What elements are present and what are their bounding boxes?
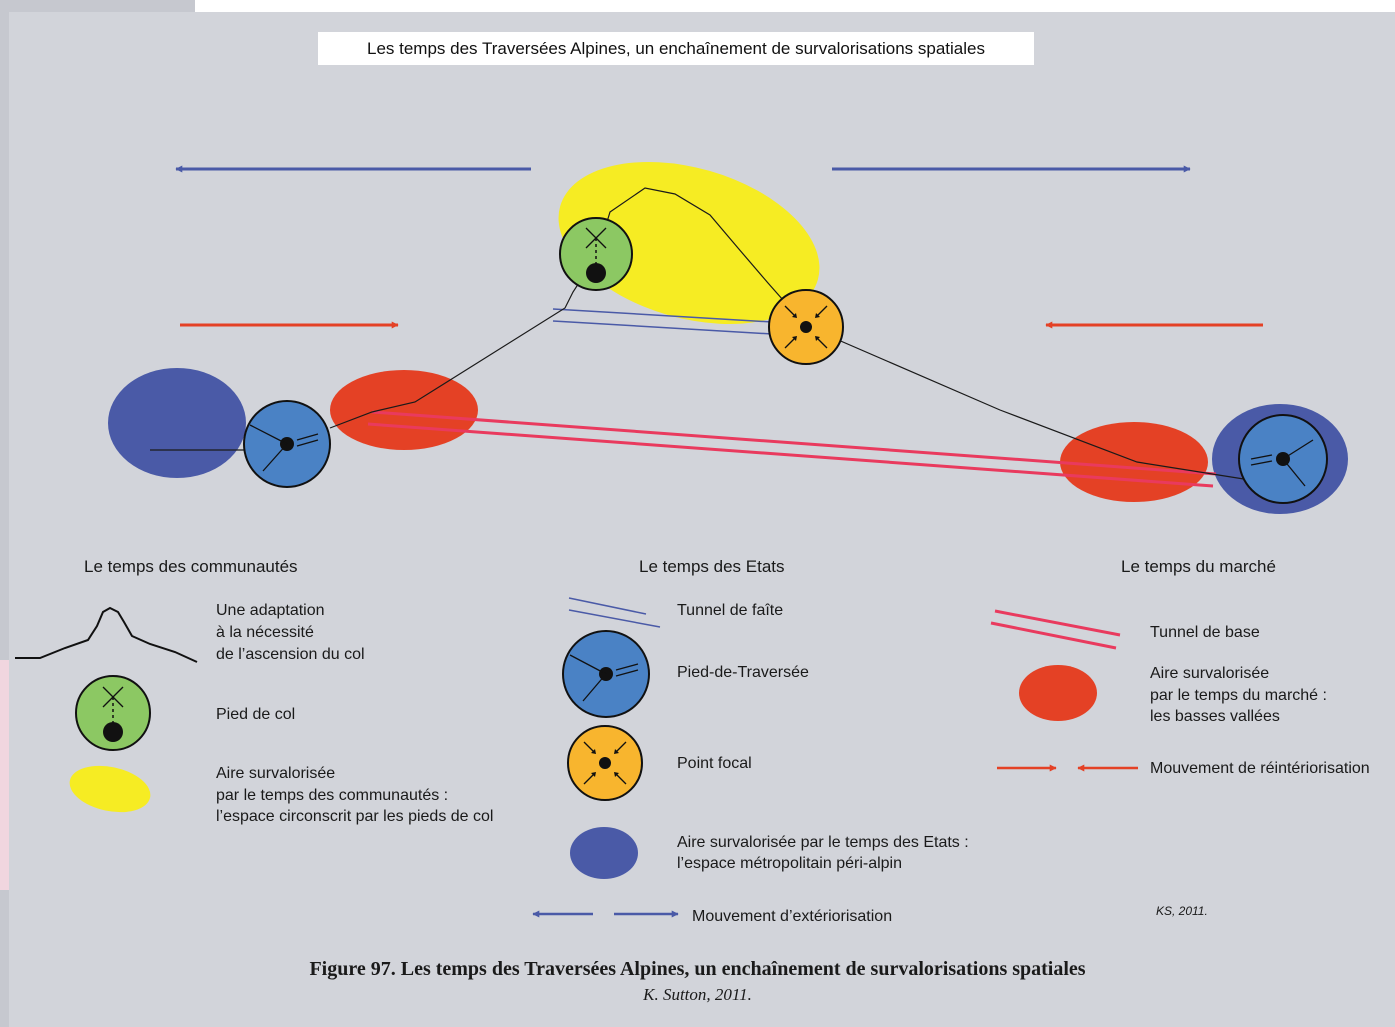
heading-etats: Le temps des Etats — [639, 557, 785, 576]
legend-aire-marche-line-1: Aire survalorisée — [1150, 665, 1270, 682]
heading-communautes: Le temps des communautés — [84, 557, 298, 576]
legend-aire-communautes-line-1: Aire survalorisée — [216, 765, 336, 782]
pied-de-col-marker — [559, 217, 633, 291]
legend-exteriorisation-label: Mouvement d’extériorisation — [692, 908, 893, 925]
author-credit: KS, 2011. — [1156, 904, 1208, 918]
route-right-line — [805, 325, 1251, 481]
navy-area-left — [108, 368, 246, 478]
legend-pied-de-traversee-icon — [562, 630, 650, 718]
legend-reinteriorisation-label: Mouvement de réintériorisation — [1150, 760, 1370, 777]
legend-adaptation-line-3: de l’ascension du col — [216, 646, 365, 663]
figure-caption-author: K. Sutton, 2011. — [643, 985, 752, 1004]
legend-summit-tunnel-icon — [568, 597, 661, 628]
legend-base-tunnel-icon — [990, 609, 1121, 650]
legend-aire-marche-line-2: par le temps du marché : — [1150, 687, 1327, 704]
legend-aire-marche-line-3: les basses vallées — [1150, 708, 1280, 725]
red-area-left — [330, 370, 478, 450]
legend-red-area-icon — [1019, 665, 1097, 721]
diagram-title: Les temps des Traversées Alpines, un enc… — [318, 32, 1034, 65]
page-edge-left — [0, 0, 9, 1027]
legend-navy-area-icon — [570, 827, 638, 879]
legend-aire-communautes-line-2: par le temps des communautés : — [216, 787, 449, 804]
figure-caption: Figure 97. Les temps des Traversées Alpi… — [309, 958, 1086, 980]
pied-de-traversee-left-marker — [243, 400, 331, 488]
page-edge-top — [0, 0, 195, 12]
point-focal-marker — [768, 289, 844, 365]
legend-pied-de-traversee-label: Pied-de-Traversée — [677, 664, 809, 681]
route-pass-line — [329, 187, 807, 429]
base-tunnel-line-2 — [367, 422, 1214, 488]
legend-adaptation-icon — [15, 606, 198, 663]
legend-adaptation-line-1: Une adaptation — [216, 602, 325, 619]
base-tunnel-line-1 — [371, 410, 1217, 476]
legend-aire-etats-line-1: Aire survalorisée par le temps des Etats… — [677, 834, 969, 851]
page-edge-pink — [0, 660, 9, 890]
heading-marche: Le temps du marché — [1121, 557, 1276, 576]
legend-point-focal-icon — [567, 725, 643, 801]
legend-adaptation-line-2: à la nécessité — [216, 624, 314, 641]
pied-de-traversee-right-marker — [1238, 414, 1328, 504]
legend-aire-communautes-line-3: l’espace circonscrit par les pieds de co… — [216, 808, 494, 825]
summit-tunnel-line-1 — [552, 308, 807, 325]
legend-aire-etats-line-2: l’espace métropolitain péri-alpin — [677, 855, 903, 872]
red-area-right — [1060, 422, 1208, 502]
legend-pied-de-col-icon — [75, 675, 151, 751]
legend-tunnel-faite-label: Tunnel de faîte — [677, 602, 784, 619]
legend-pied-de-col-label: Pied de col — [216, 706, 296, 723]
legend-yellow-area-icon — [69, 765, 151, 813]
summit-tunnel-line-2 — [552, 320, 807, 337]
legend-point-focal-label: Point focal — [677, 755, 752, 772]
legend-tunnel-base-label: Tunnel de base — [1150, 624, 1260, 641]
